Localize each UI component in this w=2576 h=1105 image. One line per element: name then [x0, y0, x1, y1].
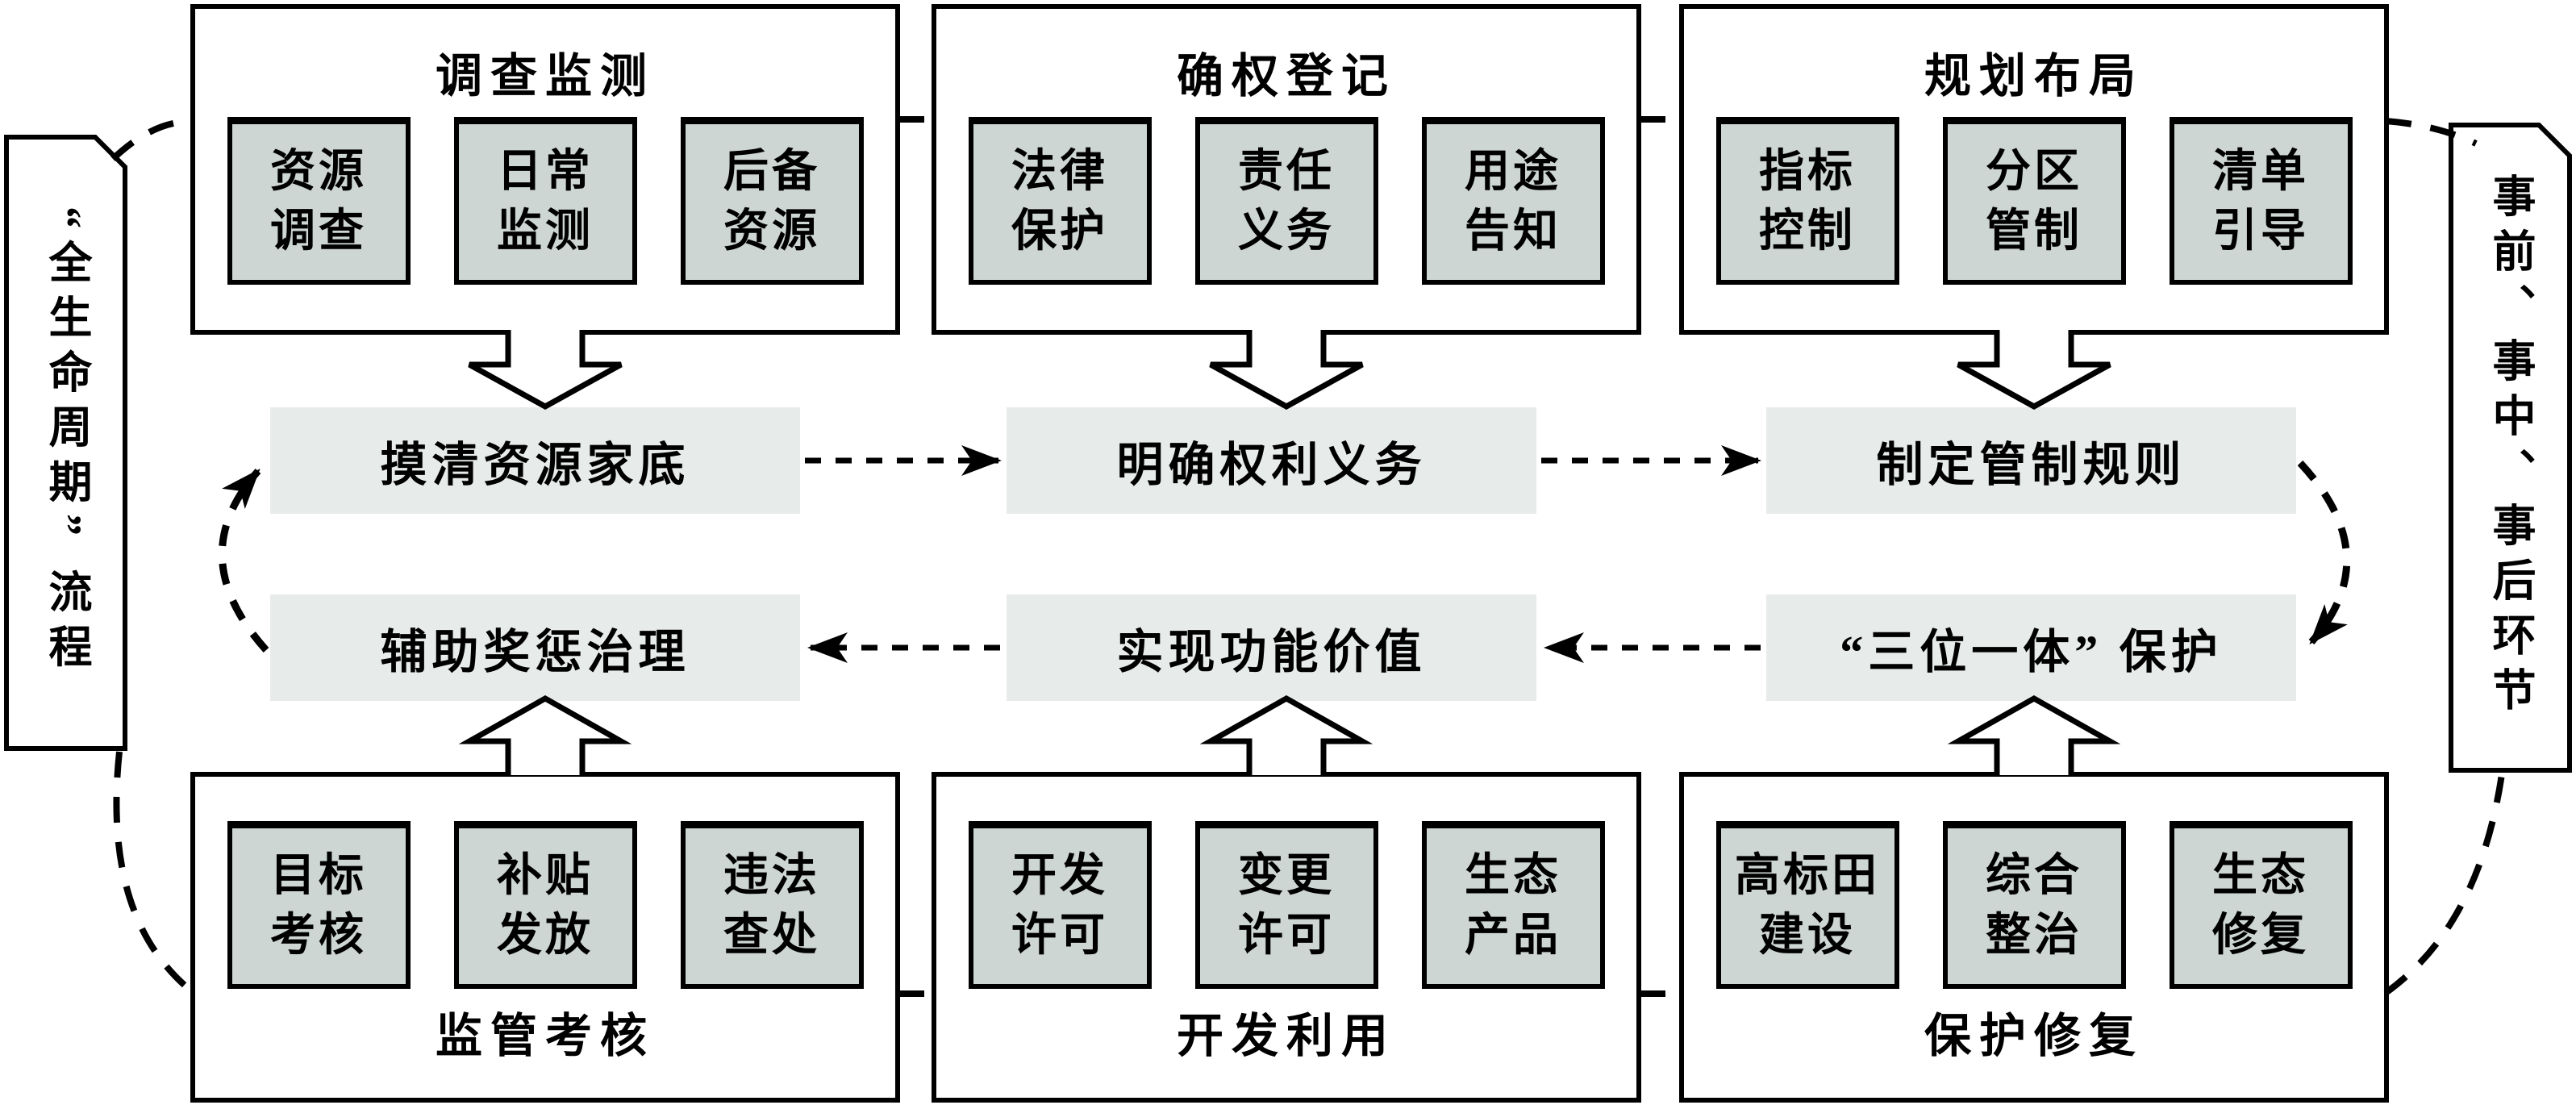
item-index-control: 指标 控制 [1715, 117, 1899, 285]
process-reward-punish-governance: 辅助奖惩治理 [270, 594, 800, 701]
group-items: 法律 保护 责任 义务 用途 告知 [936, 117, 1636, 285]
item-change-permit: 变更 许可 [1194, 821, 1378, 989]
group-survey-monitoring: 调查监测 资源 调查 日常 监测 后备 资源 [190, 4, 900, 335]
block-arrow-up-supervision [458, 694, 632, 775]
group-title: 开发利用 [1176, 1010, 1396, 1062]
group-title: 调查监测 [435, 50, 655, 102]
group-title: 监管考核 [435, 1010, 655, 1062]
item-resource-survey: 资源 调查 [227, 117, 411, 285]
block-arrow-up-protection [1947, 694, 2121, 775]
group-items: 资源 调查 日常 监测 后备 资源 [195, 117, 895, 285]
item-subsidy-distribution: 补贴 发放 [453, 821, 637, 989]
frame-dash-bottom-left-curve [113, 751, 196, 996]
process-realize-value: 实现功能价值 [1007, 594, 1536, 701]
group-title: 保护修复 [1924, 1010, 2144, 1062]
item-zoning-regulation: 分区 管制 [1942, 117, 2126, 285]
group-items: 目标 考核 补贴 发放 违法 查处 [195, 821, 895, 989]
item-use-notification: 用途 告知 [1421, 117, 1605, 285]
group-protection-restoration: 高标田 建设 综合 整治 生态 修复 保护修复 [1679, 772, 2389, 1103]
group-supervision-assessment: 目标 考核 补贴 发放 违法 查处 监管考核 [190, 772, 900, 1103]
group-items: 指标 控制 分区 管制 清单 引导 [1684, 117, 2384, 285]
group-planning-layout: 规划布局 指标 控制 分区 管制 清单 引导 [1679, 4, 2389, 335]
process-set-rules: 制定管制规则 [1766, 407, 2296, 514]
group-development-utilization: 开发 许可 变更 许可 生态 产品 开发利用 [932, 772, 1641, 1103]
item-comprehensive-improvement: 综合 整治 [1942, 821, 2126, 989]
group-items: 高标田 建设 综合 整治 生态 修复 [1684, 821, 2384, 989]
block-arrow-down-registration [1209, 330, 1364, 410]
frame-dash-bottom-right-curve [2383, 774, 2505, 996]
item-eco-restoration: 生态 修复 [2169, 821, 2353, 989]
item-list-guidance: 清单 引导 [2169, 117, 2353, 285]
item-high-standard-farmland: 高标田 建设 [1715, 821, 1899, 989]
item-development-permit: 开发 许可 [968, 821, 1152, 989]
right-rail-label: 事前、事中、事后环节 [2486, 173, 2534, 722]
cycle-arrow-right-down [2297, 460, 2351, 644]
item-reserve-resources: 后备 资源 [680, 117, 864, 285]
block-arrow-down-survey [468, 330, 623, 410]
process-define-rights: 明确权利义务 [1007, 407, 1536, 514]
block-arrow-up-development [1199, 694, 1373, 775]
item-illegal-investigation: 违法 查处 [680, 821, 864, 989]
item-target-assessment: 目标 考核 [227, 821, 411, 989]
group-title: 确权登记 [1176, 50, 1396, 102]
item-legal-protection: 法律 保护 [968, 117, 1152, 285]
group-items: 开发 许可 变更 许可 生态 产品 [936, 821, 1636, 989]
block-arrow-down-planning [1957, 330, 2111, 410]
item-daily-monitoring: 日常 监测 [453, 117, 637, 285]
cycle-arrow-left-up [218, 469, 269, 653]
process-clarify-resources: 摸清资源家底 [270, 407, 800, 514]
group-title: 规划布局 [1924, 50, 2144, 102]
group-rights-registration: 确权登记 法律 保护 责任 义务 用途 告知 [932, 4, 1641, 335]
process-trinity-protection: “三位一体” 保护 [1766, 594, 2296, 701]
left-rail-label: “全生命周期” 流程 [42, 206, 90, 679]
frame-dash-top-left-curve [110, 118, 194, 161]
item-eco-products: 生态 产品 [1421, 821, 1605, 989]
item-responsibility-obligation: 责任 义务 [1194, 117, 1378, 285]
